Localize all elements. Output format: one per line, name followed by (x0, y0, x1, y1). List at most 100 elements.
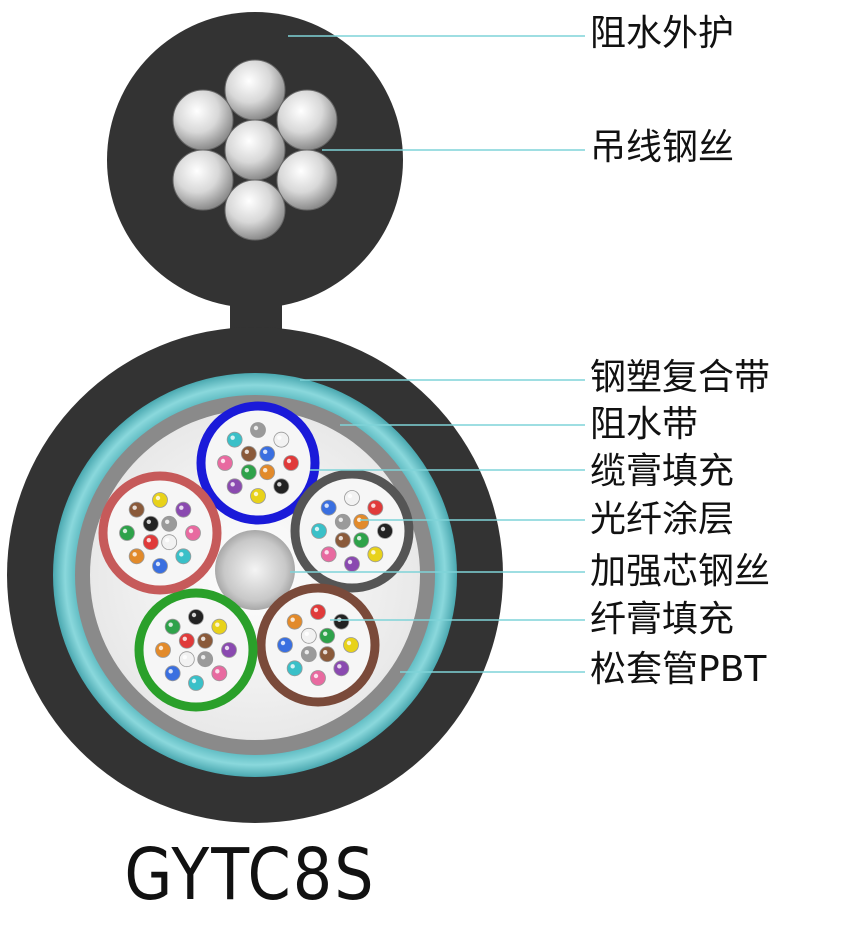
steel-wire (276, 149, 338, 211)
optical-fiber (188, 609, 204, 625)
optical-fiber (300, 627, 317, 644)
leader-lines (288, 35, 585, 673)
optical-fiber (175, 501, 192, 518)
fiber-highlight (220, 458, 226, 464)
optical-fiber (334, 532, 351, 549)
fiber-highlight (262, 467, 268, 473)
optical-fiber (277, 637, 293, 653)
fiber-highlight (191, 678, 197, 684)
optical-fiber (240, 445, 257, 462)
optical-fiber (197, 632, 214, 649)
optical-fiber (164, 665, 181, 682)
loose-tube (98, 471, 222, 595)
optical-fiber (250, 488, 266, 504)
optical-fiber (178, 632, 195, 649)
central-strength-member (215, 530, 295, 610)
fiber-highlight (313, 607, 319, 613)
loose-tubes (98, 401, 414, 712)
fiber-highlight (371, 550, 376, 555)
optical-fiber (217, 455, 233, 471)
optical-fiber (343, 637, 359, 653)
fiber-highlight (356, 535, 362, 541)
label-steel-plastic-tape: 钢塑复合带 (590, 357, 771, 398)
fiber-highlight (304, 631, 310, 637)
fiber-highlight (230, 482, 235, 487)
fiber-highlight (146, 537, 152, 543)
optical-fiber (259, 464, 276, 481)
steel-wire (172, 89, 234, 151)
label-cable-filling: 缆膏填充 (590, 451, 735, 492)
model-name: GYTC8S (124, 832, 376, 917)
fiber-highlight (290, 617, 295, 622)
label-fiber-coating: 光纤涂层 (590, 499, 735, 540)
fiber-highlight (338, 535, 344, 541)
optical-fiber (310, 670, 326, 686)
optical-fiber (319, 646, 336, 663)
optical-fiber (161, 534, 178, 551)
label-strength-member: 加强芯钢丝 (590, 551, 771, 592)
optical-fiber (178, 651, 195, 668)
optical-fiber (259, 445, 276, 462)
cable-body (7, 327, 503, 823)
optical-fiber (310, 604, 326, 620)
fiber-highlight (215, 622, 220, 627)
loose-tube (256, 583, 380, 707)
fiber-highlight (347, 493, 353, 499)
fiber-highlight (146, 519, 152, 525)
fiber-highlight (277, 435, 282, 440)
optical-fiber (344, 490, 360, 506)
fiber-highlight (155, 561, 161, 567)
fiber-highlight (346, 640, 352, 646)
fiber-highlight (314, 526, 320, 532)
optical-fiber (211, 665, 228, 682)
optical-fiber (377, 523, 393, 539)
optical-fiber (353, 532, 370, 549)
fiber-highlight (200, 654, 206, 660)
optical-fiber (283, 455, 299, 471)
optical-fiber (155, 642, 171, 658)
fiber-highlight (277, 482, 282, 487)
optical-fiber (161, 515, 178, 532)
fiber-highlight (324, 503, 329, 508)
fiber-highlight (322, 649, 328, 655)
fiber-highlight (179, 552, 184, 557)
fiber-highlight (179, 505, 184, 510)
fiber-highlight (324, 550, 329, 555)
fiber-highlight (313, 673, 319, 679)
fiber-highlight (304, 649, 310, 655)
steel-wire (276, 89, 338, 151)
steel-wire (224, 119, 286, 181)
optical-fiber (164, 618, 181, 635)
loose-tube (196, 401, 320, 525)
optical-fiber (286, 613, 303, 630)
fiber-highlight (224, 645, 230, 651)
messenger-section (107, 12, 403, 350)
optical-fiber (185, 525, 201, 541)
fiber-highlight (168, 622, 173, 627)
loose-tube (134, 588, 258, 712)
optical-fiber (367, 546, 384, 563)
fiber-highlight (168, 669, 173, 674)
fiber-highlight (244, 467, 250, 473)
fiber-highlight (337, 664, 342, 669)
fiber-highlight (155, 495, 161, 501)
fiber-highlight (122, 528, 128, 534)
optical-fiber (175, 548, 192, 565)
optical-fiber (142, 515, 159, 532)
optical-fiber (333, 613, 350, 630)
fiber-highlight (132, 552, 137, 557)
optical-fiber (119, 525, 135, 541)
fiber-highlight (132, 505, 137, 510)
steel-wire (224, 59, 286, 121)
optical-fiber (152, 492, 168, 508)
label-water-blocking-tape: 阻水带 (590, 404, 699, 445)
fiber-highlight (280, 640, 286, 646)
fiber-highlight (253, 425, 259, 431)
fiber-highlight (182, 636, 188, 642)
fiber-highlight (290, 664, 295, 669)
optical-fiber (333, 660, 350, 677)
messenger-steel-wires (172, 59, 338, 241)
optical-fiber (128, 548, 145, 565)
optical-fiber (320, 499, 337, 516)
